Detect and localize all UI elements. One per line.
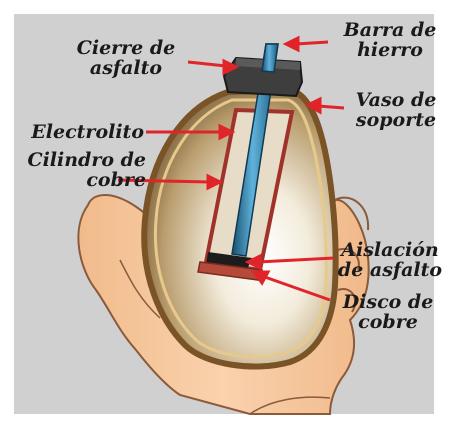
label-cilindro-line1: Cilindro de bbox=[12, 150, 146, 170]
label-vaso-line2: soporte bbox=[348, 110, 444, 130]
label-electrolito-line1: Electrolito bbox=[22, 122, 144, 142]
label-cilindro-de-cobre: Cilindro de cobre bbox=[12, 150, 146, 190]
label-cilindro-line2: cobre bbox=[12, 170, 146, 190]
arrow-vaso bbox=[318, 106, 344, 108]
label-barra-line2: hierro bbox=[338, 40, 442, 60]
arrow-barra bbox=[296, 42, 328, 44]
label-cierre-line2: asfalto bbox=[62, 58, 190, 78]
label-vaso-de-soporte: Vaso de soporte bbox=[348, 90, 444, 130]
label-barra-line1: Barra de bbox=[338, 20, 442, 40]
label-electrolito: Electrolito bbox=[22, 122, 144, 142]
label-disco-line2: cobre bbox=[336, 312, 440, 332]
label-barra-de-hierro: Barra de hierro bbox=[338, 20, 442, 60]
label-aislacion-line1: Aislación bbox=[336, 240, 444, 260]
label-vaso-line1: Vaso de bbox=[348, 90, 444, 110]
label-aislacion-de-asfalto: Aislación de asfalto bbox=[336, 240, 444, 280]
label-disco-line1: Disco de bbox=[336, 292, 440, 312]
label-aislacion-line2: de asfalto bbox=[336, 260, 444, 280]
label-disco-de-cobre: Disco de cobre bbox=[336, 292, 440, 332]
label-cierre-de-asfalto: Cierre de asfalto bbox=[62, 38, 190, 78]
label-cierre-line1: Cierre de bbox=[62, 38, 190, 58]
